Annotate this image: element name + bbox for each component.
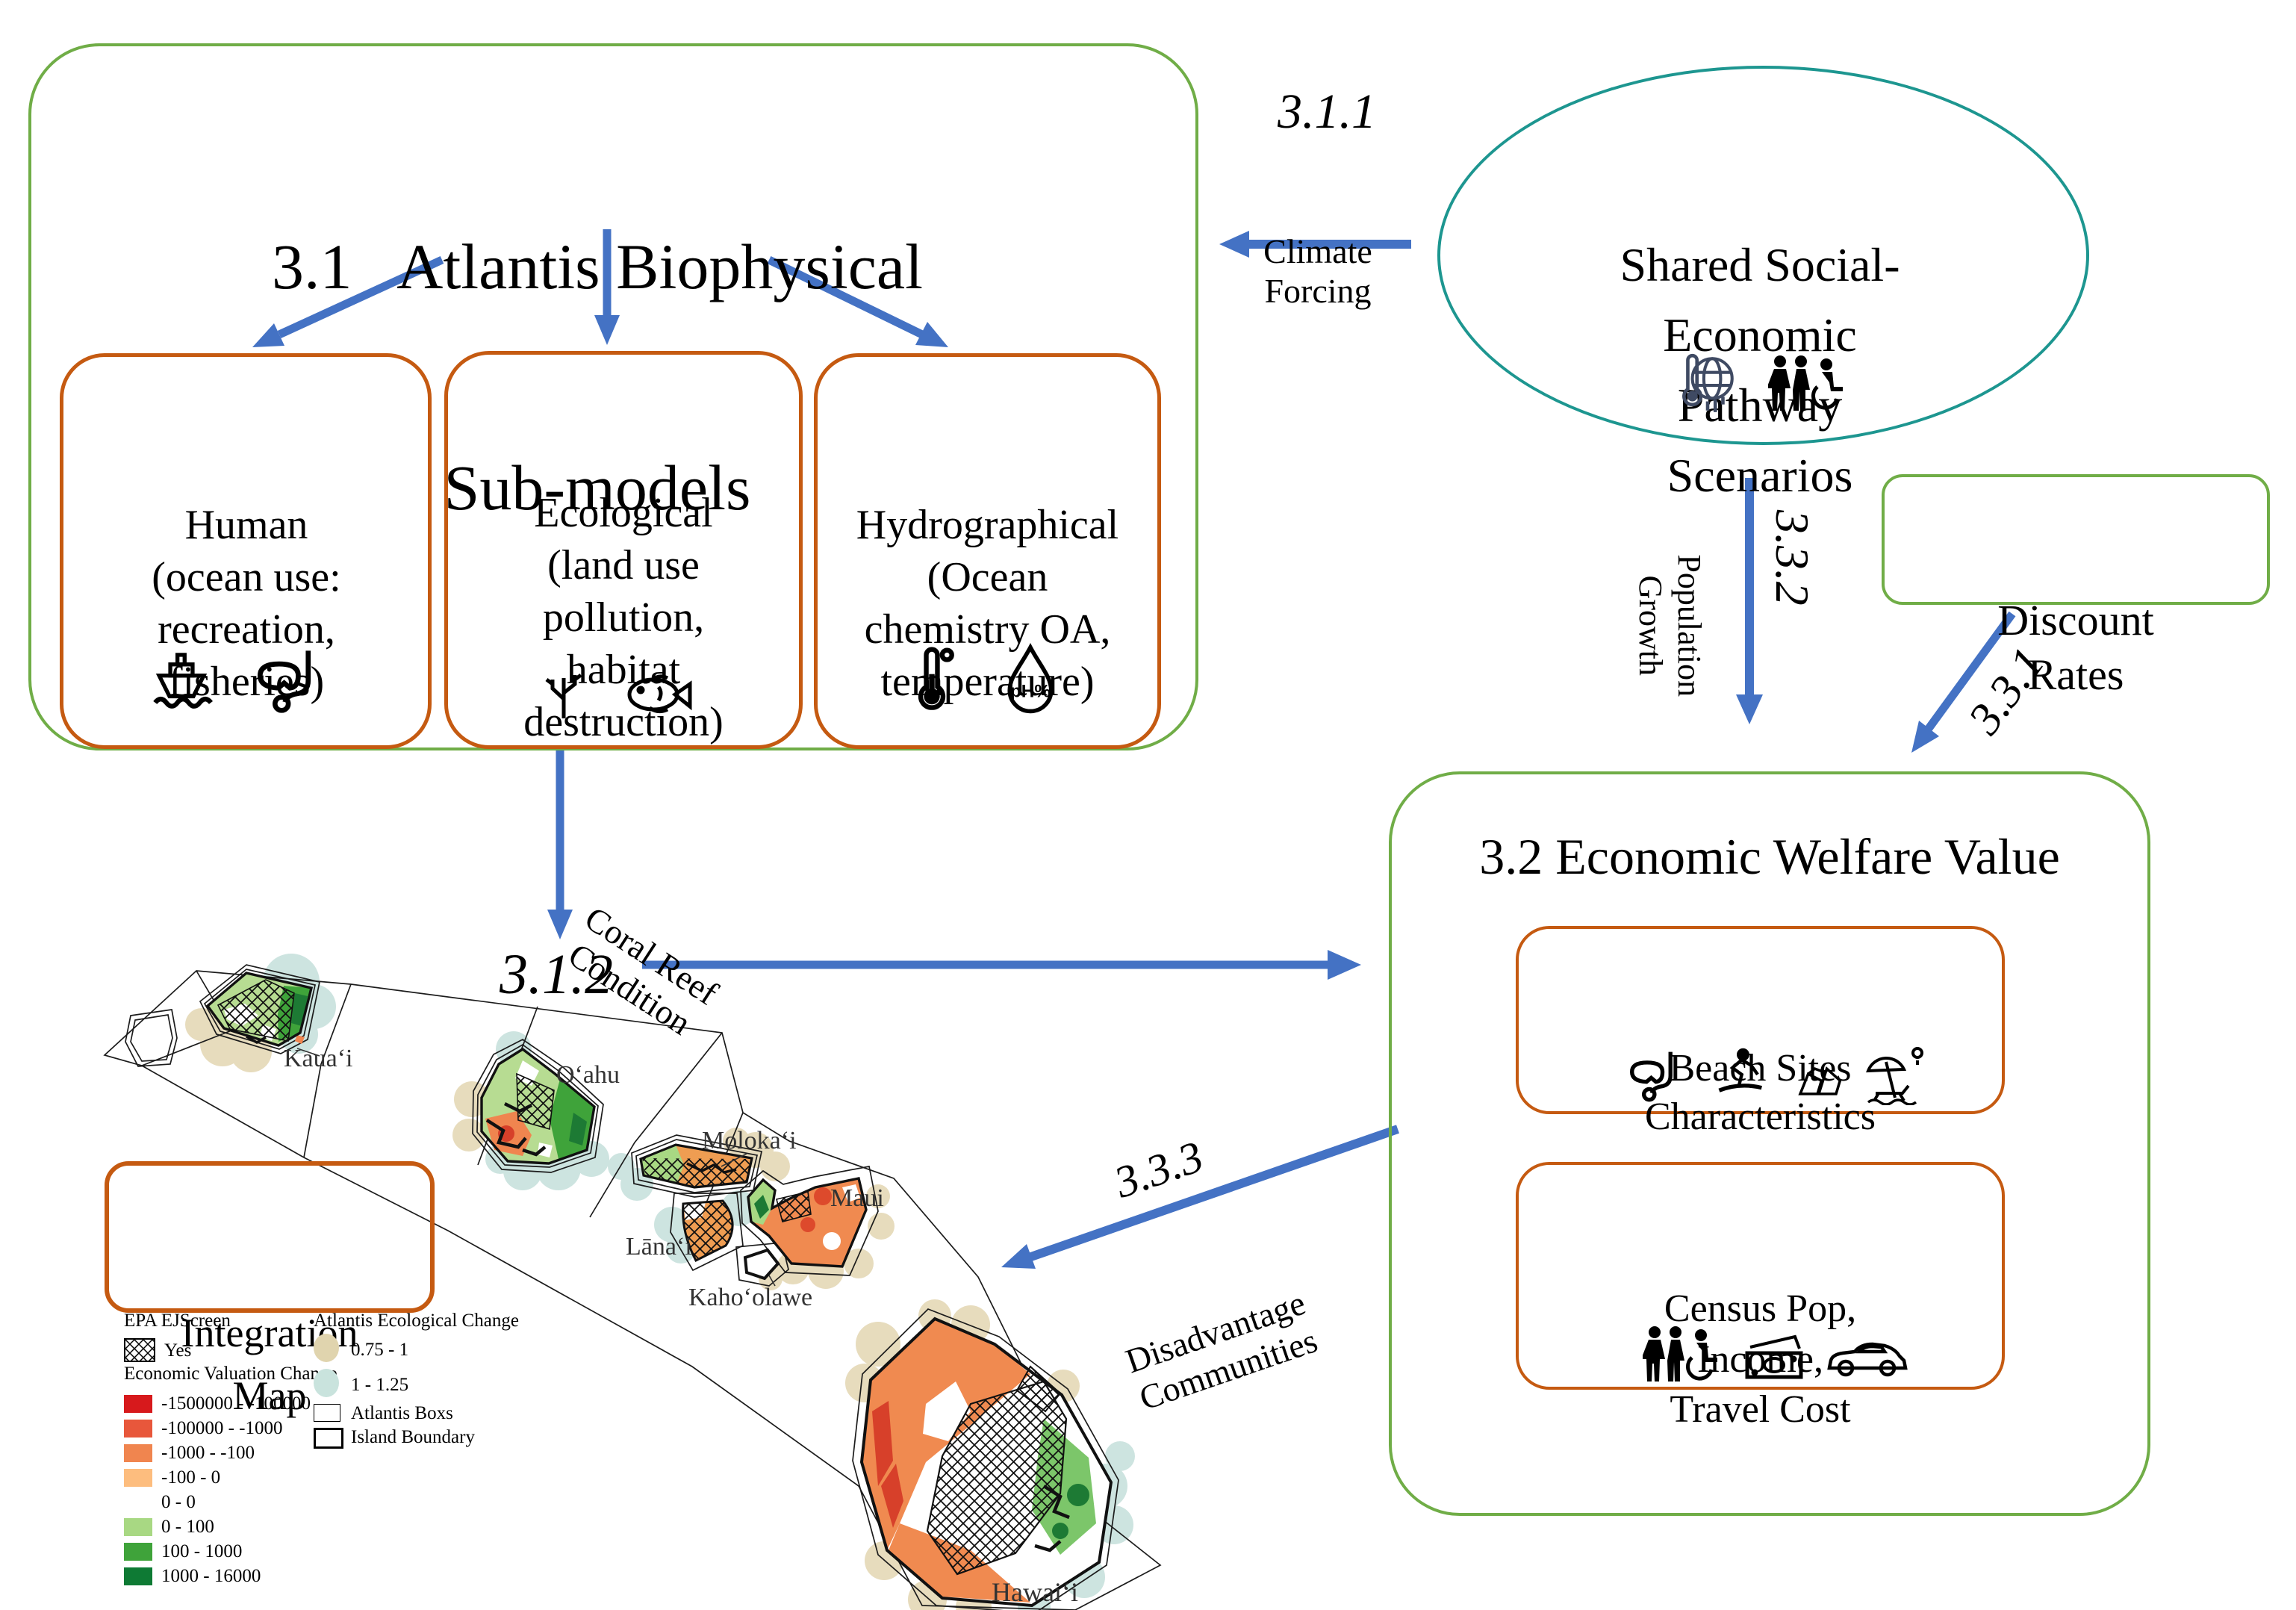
island-oahu [480,1047,596,1165]
island-label-molokai: Molokaʻi [702,1127,797,1154]
legend-value-label: -100000 - -1000 [161,1418,283,1438]
legend-value-swatch [124,1395,152,1413]
human-box-text: Human(ocean use:recreation,fisheries) [152,502,341,705]
island-kauai [205,972,314,1047]
legend-value-label: -1000 - -100 [161,1443,255,1463]
ssp-ellipse [1437,66,2089,445]
legend-value-label: -1500000 - -100000 [161,1393,311,1414]
integration-map [103,954,1162,1610]
island-label-maui: Maui [830,1184,884,1212]
legend-value-swatch [124,1444,152,1462]
legend-evc-header: Economic Valuation Change [124,1364,337,1384]
human-box [60,353,432,749]
discount-rates-box [1882,474,2270,605]
census-text: Census Pop,Income,Travel Cost [1664,1287,1857,1432]
island-lanai [682,1199,734,1262]
legend-value-label: -100 - 0 [161,1467,221,1488]
island-label-kahoolawe: Kahoʻolawe [688,1284,813,1311]
island-hawaii [859,1317,1113,1608]
island-label-kauai: Kauaʻi [284,1045,353,1072]
box31-title: 3.1 Atlantis Biophysical Sub-models [272,230,923,524]
legend-eco-swatch-2 [314,1369,339,1397]
beach-sites-box [1516,926,2005,1114]
legend-value-swatch [124,1469,152,1487]
island-label-hawaii: Hawaiʻi [992,1577,1078,1607]
legend-atlantis-label: Atlantis Boxs [351,1403,453,1423]
legend-value-label: 0 - 100 [161,1517,214,1537]
svg-text:pH%: pH% [1010,682,1051,702]
legend-value-label: 100 - 1000 [161,1541,243,1561]
label-311: 3.1.1 [1278,84,1376,139]
island-molokai [639,1143,753,1189]
legend-value-swatch [124,1543,152,1561]
ecological-box [444,351,803,749]
legend-island-label: Island Boundary [351,1427,475,1447]
legend-value-swatch [124,1518,152,1536]
legend-value-label: 1000 - 16000 [161,1566,261,1586]
legend-value-swatch [124,1420,152,1438]
legend-atlantis-swatch [314,1404,340,1422]
legend-eco-label-2: 1 - 1.25 [351,1375,409,1395]
island-kahoolawe [743,1248,780,1281]
legend-eco-label-1: 0.75 - 1 [351,1340,409,1360]
legend-ej-header: EPA EJScreen [124,1311,231,1331]
atlantis-biophysical-box [28,43,1198,750]
legend-eco-header: Atlantis Ecological Change [314,1311,519,1331]
box32-title: 3.2 Economic Welfare Value [1479,828,2060,885]
census-box [1516,1162,2005,1390]
legend-value-swatch [124,1567,152,1585]
island-maui [747,1177,868,1268]
legend-ej-swatch [124,1338,155,1362]
hydrographical-box [814,353,1161,749]
legend-island-swatch [314,1428,343,1449]
label-312: 3.1.2 [500,943,613,1006]
integration-map-box [105,1161,435,1313]
economic-welfare-box [1389,771,2150,1516]
arrows [252,229,2016,1269]
legend-eco-swatch-1 [314,1334,339,1362]
island-label-lanai: Lānaʻi [626,1233,692,1261]
legend-value-label: 0 - 0 [161,1492,196,1512]
island-label-oahu: Oʻahu [556,1061,620,1089]
legend-ej-yes: Yes [164,1340,192,1361]
